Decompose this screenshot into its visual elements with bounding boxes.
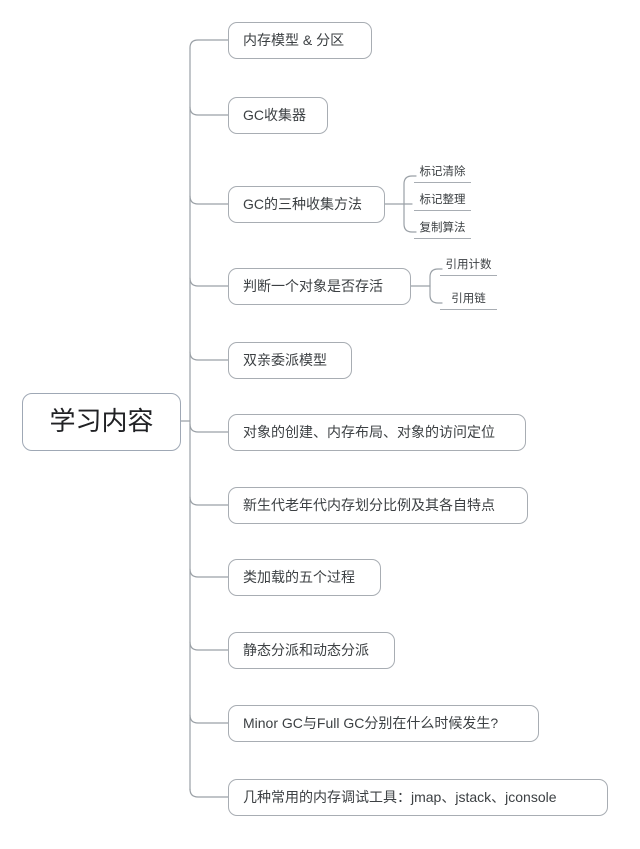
subnode-label: 标记整理 [419, 194, 466, 206]
connector-branch-11 [189, 788, 229, 798]
branch-node-label: 判断一个对象是否存活 [243, 278, 383, 295]
branch-node-label: 几种常用的内存调试工具：jmap、jstack、jconsole [243, 789, 557, 806]
connector-branch-9 [189, 641, 229, 651]
connector-branch-6 [189, 423, 229, 433]
subnode-label: 引用计数 [445, 259, 492, 271]
branch-node-label: GC收集器 [243, 107, 306, 124]
connector-branch-3 [189, 195, 229, 205]
subnode-label: 引用链 [451, 293, 486, 305]
root-node-label: 学习内容 [49, 406, 154, 437]
connector-branch-5 [189, 351, 229, 361]
connector-branch-7 [189, 496, 229, 506]
connector-branch-1 [189, 39, 229, 49]
branch-node-label: GC的三种收集方法 [243, 196, 362, 213]
subnode-label: 复制算法 [419, 222, 466, 234]
connector-branch-10 [189, 714, 229, 724]
connector-branch-8 [189, 568, 229, 578]
branch-node-label: 类加载的五个过程 [243, 569, 355, 586]
branch-node-minor-full-gc[interactable]: Minor GC与Full GC分别在什么时候发生? [228, 705, 539, 742]
branch-node-gc-collector[interactable]: GC收集器 [228, 97, 328, 134]
branch-node-label: 静态分派和动态分派 [243, 642, 369, 659]
subnode-reference-chain[interactable]: 引用链 [440, 293, 497, 310]
branch-node-label: 新生代老年代内存划分比例及其各自特点 [243, 497, 495, 514]
branch-node-label: 双亲委派模型 [243, 352, 327, 369]
branch-node-parent-delegation[interactable]: 双亲委派模型 [228, 342, 352, 379]
branch-node-label: 对象的创建、内存布局、对象的访问定位 [243, 424, 495, 441]
subnode-reference-counting[interactable]: 引用计数 [440, 259, 497, 276]
branch-node-debug-tools[interactable]: 几种常用的内存调试工具：jmap、jstack、jconsole [228, 779, 608, 816]
root-node[interactable]: 学习内容 [22, 393, 181, 451]
branch-node-generation-ratio[interactable]: 新生代老年代内存划分比例及其各自特点 [228, 487, 528, 524]
branch-node-object-alive[interactable]: 判断一个对象是否存活 [228, 268, 411, 305]
branch-node-class-loading[interactable]: 类加载的五个过程 [228, 559, 381, 596]
branch-node-gc-methods[interactable]: GC的三种收集方法 [228, 186, 385, 223]
subnode-copying[interactable]: 复制算法 [414, 222, 471, 239]
branch-node-label: Minor GC与Full GC分别在什么时候发生? [243, 715, 499, 732]
connector-branch-2 [189, 106, 229, 116]
branch-node-memory-model[interactable]: 内存模型 & 分区 [228, 22, 372, 59]
connector-branch-4 [189, 277, 229, 287]
subnode-mark-compact[interactable]: 标记整理 [414, 194, 471, 211]
subnode-mark-sweep[interactable]: 标记清除 [414, 166, 471, 183]
branch-node-object-creation[interactable]: 对象的创建、内存布局、对象的访问定位 [228, 414, 526, 451]
branch-node-dispatch[interactable]: 静态分派和动态分派 [228, 632, 395, 669]
branch-node-label: 内存模型 & 分区 [243, 32, 345, 49]
subnode-label: 标记清除 [419, 166, 466, 178]
